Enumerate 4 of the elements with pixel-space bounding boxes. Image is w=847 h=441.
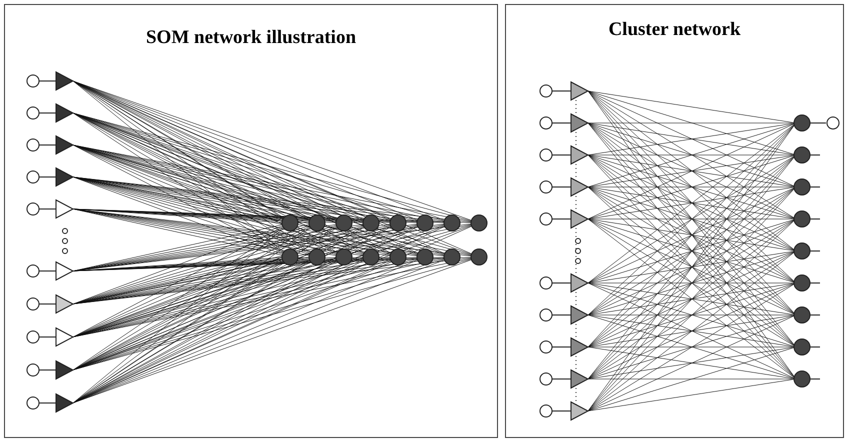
diagram-panel xyxy=(505,4,844,438)
panel-title: Cluster network xyxy=(608,19,741,41)
diagram-panel xyxy=(4,4,498,438)
panel-title: SOM network illustration xyxy=(146,27,356,49)
